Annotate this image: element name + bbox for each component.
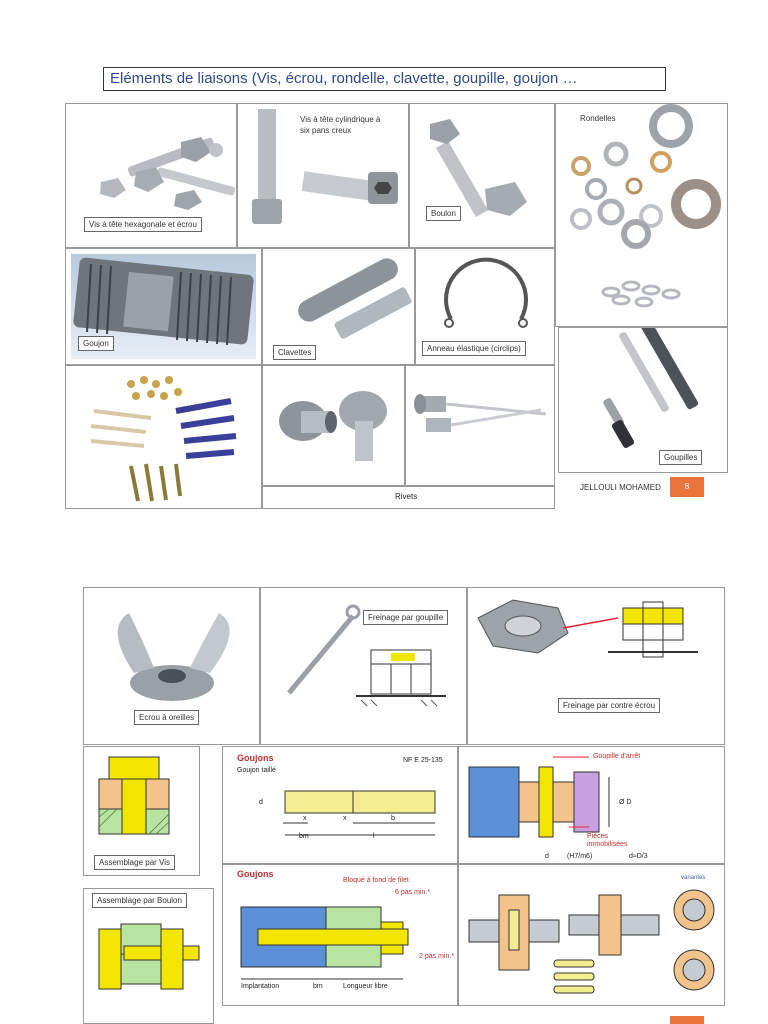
stop-pin-drawing (468, 756, 610, 838)
goujons-bottom-pitch2: 2 pas min.* (419, 953, 455, 960)
goujons-bottom-heading: Goujons (237, 869, 274, 879)
cell-stop-pin: Goupille d'arrêt Pièces immobilisées Ø D… (458, 746, 725, 864)
cell-washers: Rondelles (555, 103, 728, 327)
rivet-image-b (414, 394, 547, 432)
author-name: JELLOULI MOHAMED (580, 483, 661, 492)
label-circlip: Anneau élastique (circlips) (422, 341, 526, 356)
label-screw-assembly: Assemblage par Vis (94, 855, 175, 870)
stop-pin-parts: Pièces immobilisées (587, 833, 628, 848)
label-bolt: Boulon (426, 206, 461, 221)
goujons-top-norm: NF E 25-135 (403, 757, 443, 764)
dim-l: l (373, 833, 375, 840)
cell-screw-assembly: Assemblage par Vis (83, 746, 200, 876)
label-split-pin: Freinage par goupille (363, 610, 449, 625)
stop-pin-fit: (H7/m6) (567, 853, 593, 860)
cell-bolt-assembly: Assemblage par Boulon (83, 888, 214, 1024)
page-title: Eléments de liaisons (Vis, écrou, rondel… (103, 67, 666, 91)
goujons-bottom-blocked: Bloqué à fond de filet (343, 877, 409, 884)
cell-circlip: Anneau élastique (circlips) (415, 248, 555, 365)
stud-image (71, 254, 256, 359)
cell-rivet-assortment (65, 365, 262, 509)
keys-image (298, 258, 412, 339)
goujons-bottom-free-length: Longueur libre (343, 983, 388, 990)
goujons-top-subheading: Goujon taillé (237, 767, 276, 774)
cell-hex-screw: Vis à tête hexagonale et écrou (65, 103, 237, 248)
pin-variants-label: variantes (681, 875, 706, 881)
label-hex-screw: Vis à tête hexagonale et écrou (84, 217, 202, 232)
dim-b: b (391, 815, 395, 822)
goujons-bottom-implantation: Implantation (241, 983, 280, 990)
cell-stud: Goujon (65, 248, 262, 365)
goujons-top-heading: Goujons (237, 753, 274, 763)
page-number-badge: 8 (670, 477, 704, 497)
dim-bm: bm (299, 833, 309, 840)
split-pin-drawing (287, 604, 446, 707)
stop-pin-formula: d≈D/3 (629, 853, 648, 860)
washers-image (570, 104, 721, 308)
circlip-image (444, 257, 528, 328)
cell-pins: Goupilles (558, 327, 728, 473)
bolt-image (430, 119, 527, 218)
page-number-badge-2 (670, 1016, 704, 1024)
cell-rivets-b (405, 365, 555, 486)
cell-rivets-label: Rivets (262, 486, 555, 509)
cell-goujons-bottom: Goujons Bloqué à fond de filet 6 pas min… (222, 864, 458, 1006)
label-washers: Rondelles (576, 112, 620, 125)
dim-d: d (259, 799, 263, 806)
socket-screw-image (252, 109, 398, 224)
label-pins: Goupilles (659, 450, 703, 465)
goujons-bottom-bm: bm (313, 983, 323, 990)
dim-x-2: x (343, 815, 347, 822)
label-rivets: Rivets (395, 492, 418, 501)
pin-variants-drawing (468, 889, 715, 994)
dim-x-1: x (303, 815, 307, 822)
cell-goujons-top: Goujons Goujon taillé NF E 25-135 d x x … (222, 746, 458, 864)
lock-nut-drawing (477, 599, 698, 658)
label-lock-nut: Freinage par contre écrou (558, 698, 661, 713)
stud-dimension-drawing (283, 790, 436, 836)
cell-wing-nut: Ecrou à oreilles (83, 587, 260, 745)
rivet-image-a (279, 391, 387, 461)
stop-pin-label: Goupille d'arrêt (593, 753, 641, 760)
rivet-assortment-image (90, 376, 237, 502)
stud-implantation-drawing (240, 906, 409, 980)
stop-pin-diameter: Ø D (619, 799, 632, 806)
label-wing-nut: Ecrou à oreilles (134, 710, 200, 725)
label-bolt-assembly: Assemblage par Boulon (92, 893, 187, 908)
cell-rivets-a (262, 365, 405, 486)
label-stud: Goujon (78, 336, 114, 351)
cell-lock-nut: Freinage par contre écrou (467, 587, 725, 745)
wing-nut-image (117, 613, 230, 701)
cell-pin-variants: variantes (458, 864, 725, 1006)
pins-image (603, 328, 699, 449)
goujons-bottom-pitch1: 6 pas min.* (395, 889, 431, 896)
screw-assembly-drawing (98, 756, 170, 835)
label-keys: Clavettes (273, 345, 317, 360)
cell-socket-screw: Vis à tête cylindrique à six pans creux (237, 103, 409, 248)
cell-split-pin: Freinage par goupille (260, 587, 467, 745)
label-socket-screw: Vis à tête cylindrique à six pans creux (296, 112, 396, 138)
bolt-assembly-drawing (98, 923, 200, 990)
stop-pin-d: d (545, 853, 549, 860)
hex-screw-image (100, 137, 236, 210)
cell-bolt: Boulon (409, 103, 555, 248)
cell-keys: Clavettes (262, 248, 415, 365)
